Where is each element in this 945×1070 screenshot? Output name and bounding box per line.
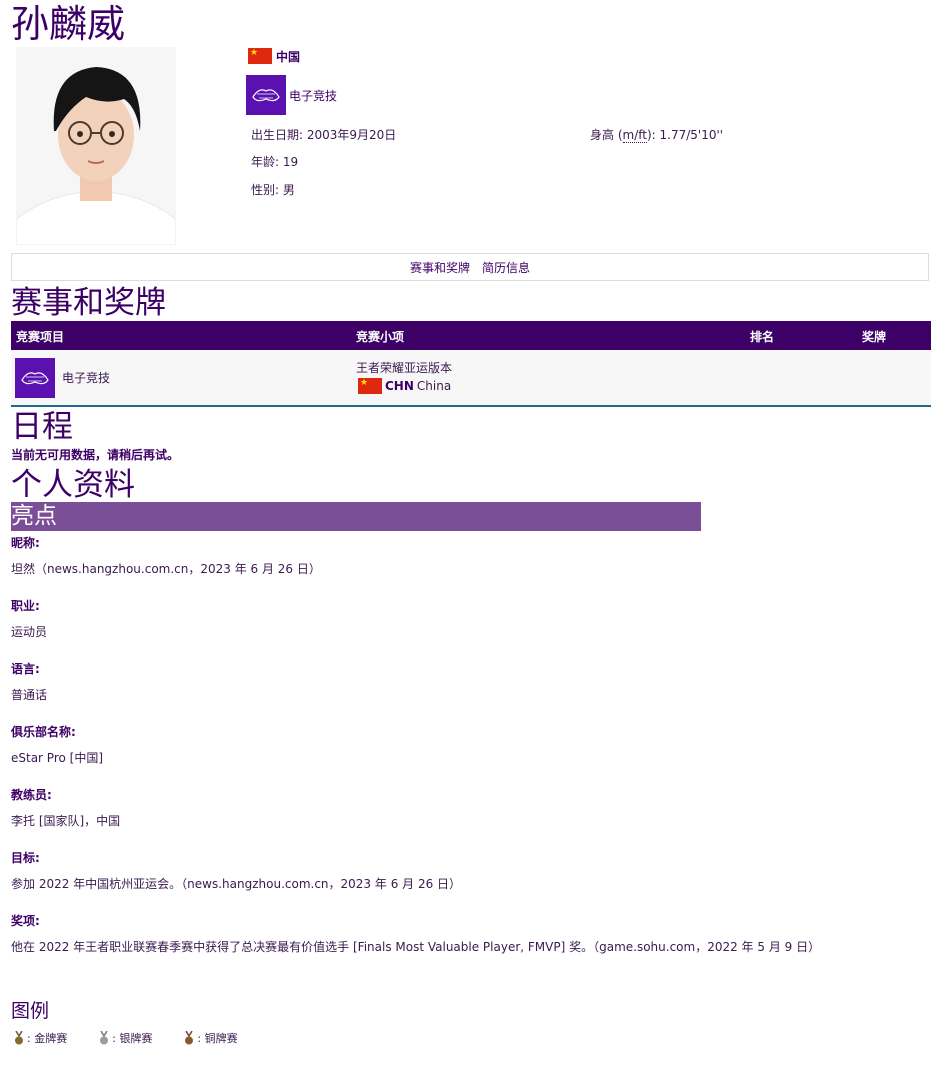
- header-sport: 竞赛项目: [16, 330, 65, 344]
- header-rank: 排名: [750, 330, 775, 344]
- china-flag-icon: ★: [358, 378, 382, 394]
- table-row: 电子竞技 王者荣耀亚运版本 ★ CHN China: [11, 350, 931, 407]
- athlete-photo: [16, 47, 176, 245]
- birth-date: 出生日期: 2003年9月20日: [251, 128, 397, 142]
- header-medal: 奖牌: [862, 330, 887, 344]
- china-flag-icon: ★: [248, 48, 272, 64]
- row-sport: 电子竞技: [62, 371, 111, 385]
- gold-medal-icon: [15, 1031, 23, 1045]
- esports-icon: [15, 358, 55, 398]
- profile-field-label: 目标:: [11, 851, 40, 865]
- legend-gold: : 金牌赛: [14, 1030, 67, 1046]
- legend-bronze-label: : 铜牌赛: [197, 1032, 238, 1045]
- profile-section-title: 个人资料: [11, 467, 135, 503]
- esports-icon: [246, 75, 286, 115]
- legend-bronze: : 铜牌赛: [184, 1030, 238, 1046]
- profile-field-value: 坦然（news.hangzhou.com.cn，2023 年 6 月 26 日）: [11, 562, 321, 576]
- medal-legend: : 金牌赛 : 银牌赛 : 铜牌赛: [14, 1030, 238, 1046]
- schedule-section-title: 日程: [11, 409, 73, 445]
- tab-biography[interactable]: 简历信息: [482, 260, 531, 275]
- bronze-medal-icon: [185, 1031, 194, 1045]
- events-section-title: 赛事和奖牌: [11, 285, 166, 321]
- profile-field-label: 奖项:: [11, 914, 40, 928]
- legend-gold-label: : 金牌赛: [27, 1032, 68, 1045]
- row-team: ★ CHN China: [358, 378, 451, 394]
- athlete-portrait-image: [16, 47, 176, 245]
- legend-silver: : 银牌赛: [99, 1030, 152, 1046]
- legend-silver-label: : 银牌赛: [112, 1032, 153, 1045]
- height-info: 身高 (m/ft): 1.77/5'10'': [590, 127, 723, 143]
- country-row: ★ 中国: [248, 45, 300, 67]
- profile-field-value: 李托 [国家队]，中国: [11, 814, 121, 828]
- schedule-no-data-message: 当前无可用数据，请稍后再试。: [11, 448, 180, 462]
- profile-field-value: 他在 2022 年王者职业联赛春季赛中获得了总决赛最有价值选手 [Finals …: [11, 940, 821, 954]
- profile-field-label: 职业:: [11, 599, 40, 613]
- highlights-header: 亮点: [11, 502, 701, 531]
- height-unit: m/ft: [622, 128, 647, 143]
- team-code: CHN: [385, 379, 414, 393]
- profile-field-value: 参加 2022 年中国杭州亚运会。（news.hangzhou.com.cn，2…: [11, 877, 462, 891]
- silver-medal-icon: [100, 1031, 109, 1045]
- athlete-name: 孙麟威: [11, 2, 126, 46]
- row-event[interactable]: 王者荣耀亚运版本: [356, 361, 453, 375]
- profile-field-value: eStar Pro [中国]: [11, 751, 104, 765]
- header-event: 竞赛小项: [356, 330, 405, 344]
- profile-field-label: 俱乐部名称:: [11, 725, 76, 739]
- events-table: 竞赛项目 竞赛小项 排名 奖牌 电子竞技 王者荣耀亚运版本 ★ CHN Chin…: [11, 321, 931, 407]
- profile-field-label: 教练员:: [11, 788, 52, 802]
- legend-title: 图例: [11, 1000, 50, 1022]
- country-name: 中国: [276, 49, 301, 64]
- height-value: ): 1.77/5'10'': [646, 128, 724, 142]
- team-name: China: [416, 379, 452, 393]
- sport-name: 电子竞技: [289, 88, 338, 103]
- profile-field-value: 普通话: [11, 688, 48, 702]
- profile-field-label: 昵称:: [11, 536, 40, 550]
- gender: 性别: 男: [251, 183, 295, 197]
- age: 年龄: 19: [251, 155, 299, 169]
- section-tabs: 赛事和奖牌 简历信息: [11, 253, 929, 281]
- profile-field-value: 运动员: [11, 625, 48, 639]
- profile-field-label: 语言:: [11, 662, 40, 676]
- sport-row: 电子竞技: [246, 75, 337, 115]
- table-header: 竞赛项目 竞赛小项 排名 奖牌: [11, 321, 931, 350]
- tab-events-medals[interactable]: 赛事和奖牌: [409, 260, 470, 275]
- height-prefix: 身高 (: [590, 128, 623, 142]
